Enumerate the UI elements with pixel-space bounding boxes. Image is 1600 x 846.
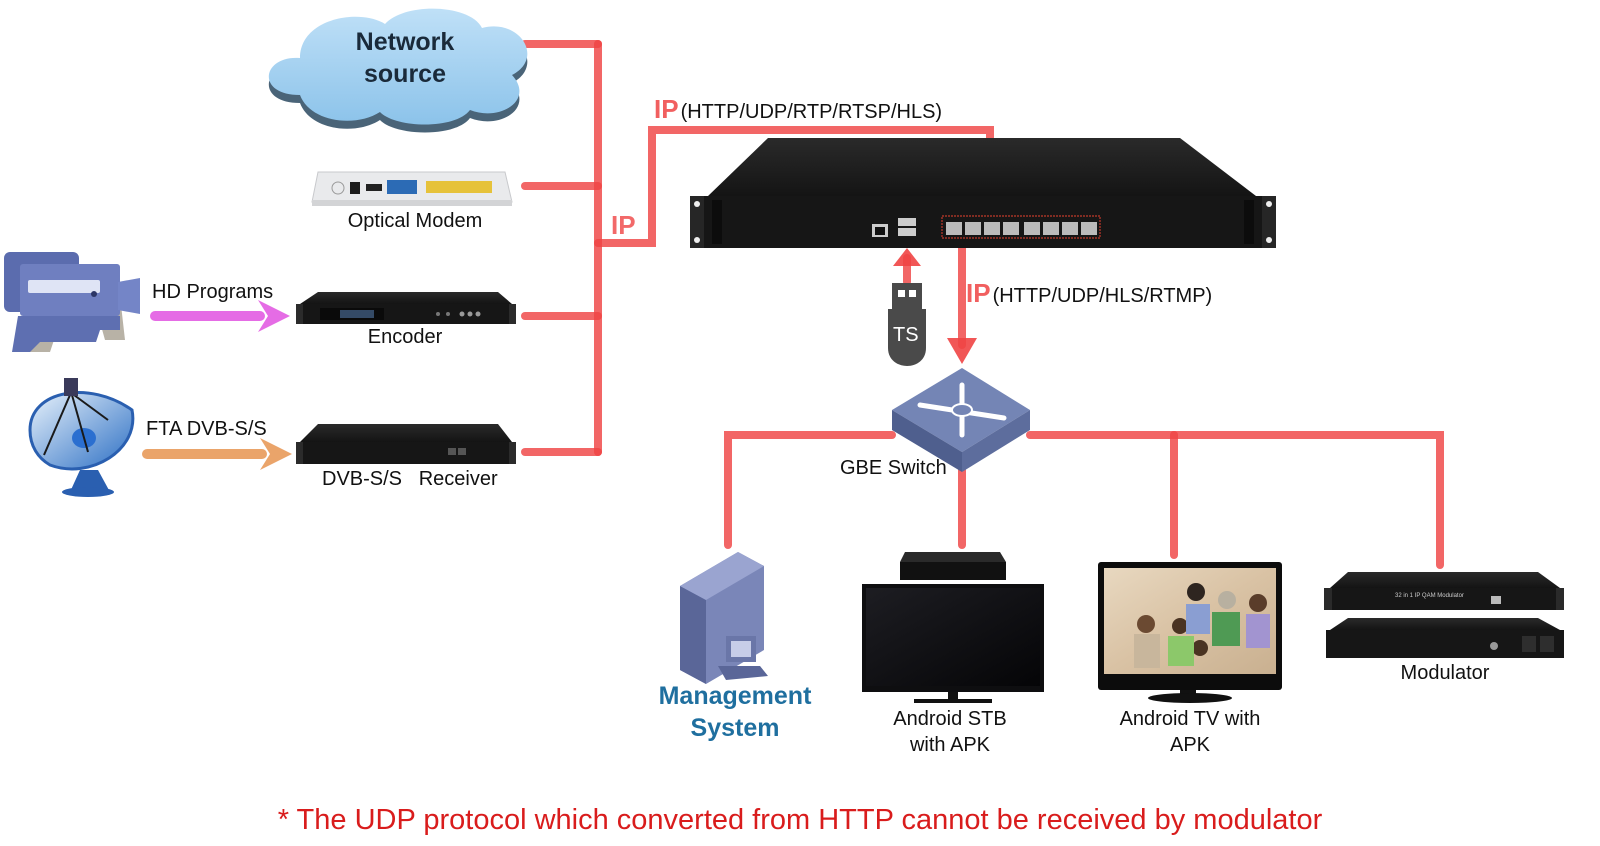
link-switch-right [1026,431,1444,569]
hd-programs-label: HD Programs [152,281,274,303]
cloud-icon [268,8,528,133]
server-icon [680,552,768,684]
android-tv-icon [1098,562,1282,703]
encoder-label: Encoder [367,326,443,348]
arrow-into-switch [947,338,977,364]
management-system-label: Management System [640,680,830,744]
android-stb-label: Android STB with APK [870,706,1030,758]
management-line1: Management [658,682,812,710]
link-lines [521,40,1444,569]
network-source-line2: source [364,60,446,88]
android-tv-label: Android TV with APK [1100,706,1280,758]
receiver-label: DVB-S/S Receiver [322,468,498,490]
usb-stick-icon [888,283,926,366]
satellite-dish-icon [28,378,135,497]
modulator-front-text: 32 in 1 IP QAM Modulator [1395,593,1464,599]
android-tv-line2: APK [1169,734,1211,756]
management-line2: System [690,714,780,742]
ip-mid-label: IP [611,210,636,240]
usb-port-icon [898,218,916,226]
ip-input-protocols: IP(HTTP/UDP/RTP/RTSP/HLS) [654,94,942,125]
camera-icon [4,252,140,352]
optical-modem-icon [311,171,513,206]
encoder-device [296,292,516,324]
ip-output-protocol-list: (HTTP/UDP/HLS/RTMP) [992,285,1213,307]
android-tv-line1: Android TV with [1119,708,1261,730]
link-switch-left [724,431,896,549]
android-stb-line1: Android STB [893,708,1007,730]
ip-input-protocol-list: (HTTP/UDP/RTP/RTSP/HLS) [680,101,943,123]
ip-output-protocols: IP(HTTP/UDP/HLS/RTMP) [966,278,1212,309]
android-stb-device [900,552,1006,580]
modulator-device [1324,572,1564,658]
ethernet-ports [946,222,1097,235]
modulator-label: Modulator [1400,662,1490,684]
fta-arrow [142,438,292,470]
hd-programs-arrow [150,300,290,332]
receiver-device [296,424,516,464]
ip-output-prefix: IP [966,278,991,308]
optical-modem-label: Optical Modem [347,210,483,232]
gbe-switch-label: GBE Switch [840,457,947,479]
iptv-gateway-device [690,138,1276,248]
ip-input-prefix: IP [654,94,679,124]
android-stb-line2: with APK [909,734,991,756]
usb-ts-label: TS [893,324,919,346]
footnote: * The UDP protocol which converted from … [277,804,1323,836]
fta-dvbs-label: FTA DVB-S/S [146,418,267,440]
network-source-line1: Network [355,28,455,56]
switch-icon [892,368,1030,472]
arrow-usb-up [893,248,921,266]
network-source-label: Network source [330,26,480,90]
stb-tv-icon [862,584,1044,703]
